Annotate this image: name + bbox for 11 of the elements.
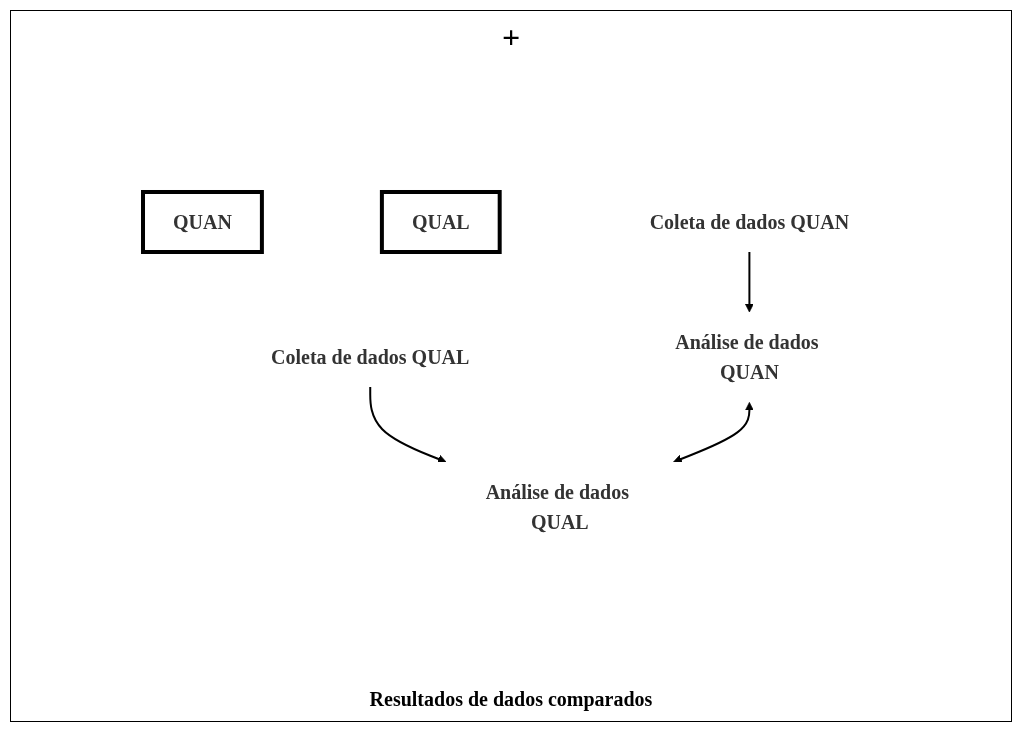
node-text: Análise de dados QUAN: [675, 330, 819, 383]
results-note: Resultados de dados comparados: [369, 688, 653, 711]
node-text: Análise de dados QUAL: [485, 480, 629, 533]
arrow: [744, 251, 754, 313]
node-text: Coleta de dados QUAL: [270, 345, 470, 368]
arrow: [369, 386, 447, 464]
plus-sign: +: [501, 19, 521, 56]
arrow: [672, 402, 754, 464]
node-text: Coleta de dados QUAN: [649, 211, 849, 233]
node-box: QUAL: [379, 190, 502, 254]
node-box: QUAN: [140, 190, 264, 254]
